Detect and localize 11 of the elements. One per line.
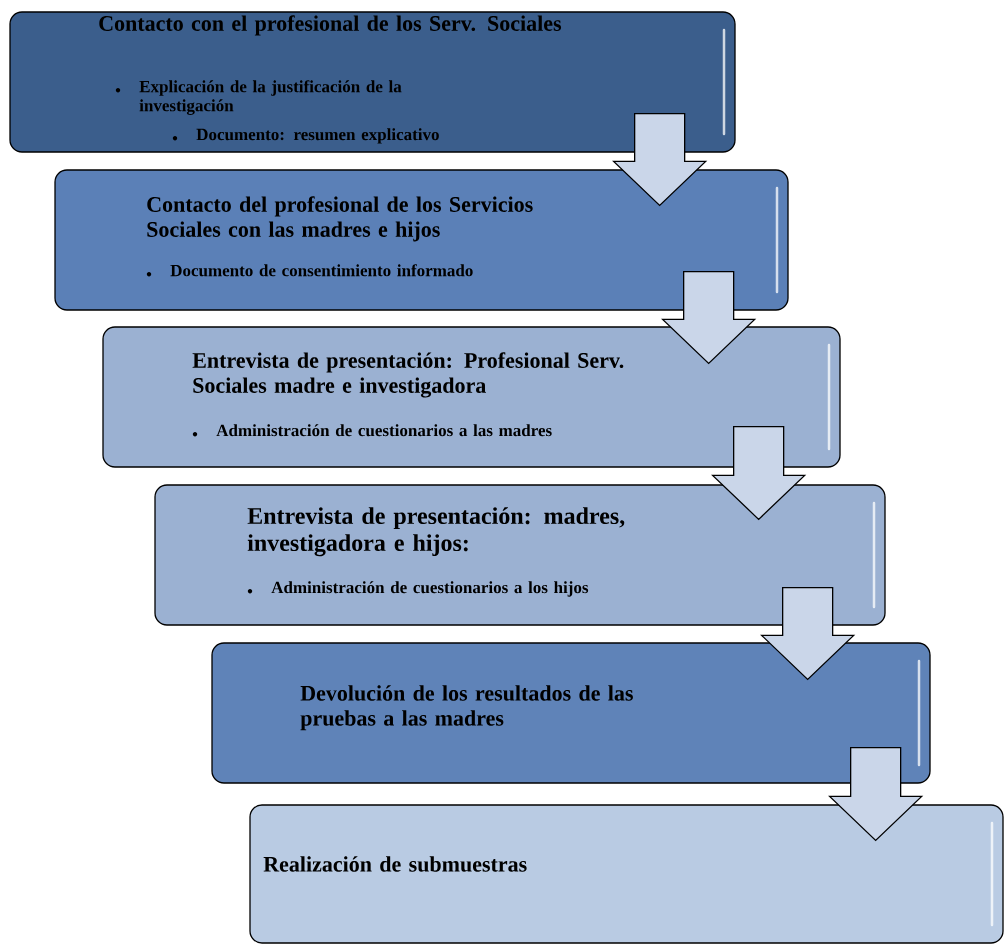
process-box: Devolución de los resultados de las pruebas a las madres bbox=[211, 642, 931, 784]
arrow bbox=[711, 426, 807, 521]
arrow bbox=[661, 271, 757, 365]
arrow bbox=[612, 113, 708, 207]
process-box: Contacto con el profesional de los Serv. Sociales Explicación de la justificación de la investigación Documento: resumen explicativo bbox=[9, 11, 736, 153]
arrow bbox=[828, 747, 924, 842]
process-box: Realización de submuestras bbox=[249, 804, 1004, 944]
process-box: Contacto del profesional de los Servicios Sociales con las madres e hijos Documento de consentimiento informado bbox=[54, 169, 789, 311]
process-box: Entrevista de presentación: Profesional Serv. Sociales madre e investigadora Administración de cuestionarios a las madres bbox=[102, 326, 841, 468]
arrow bbox=[760, 587, 856, 681]
process-box: Entrevista de presentación: madres, investigadora e hijos: Administración de cuestionarios a los hijos bbox=[154, 484, 886, 626]
